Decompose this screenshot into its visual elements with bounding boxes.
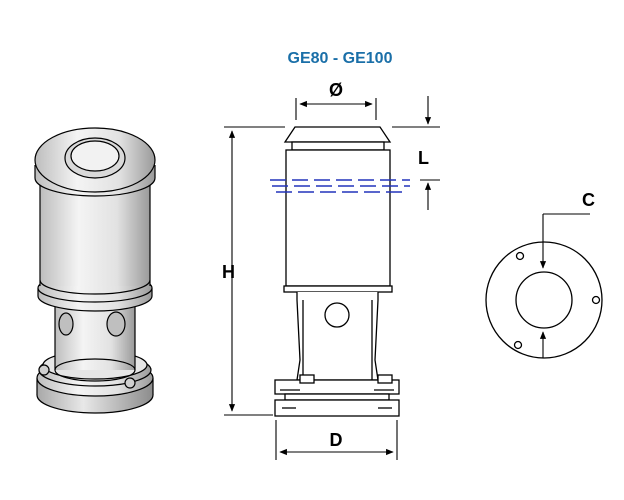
clearance-dimension (539, 213, 590, 358)
top-view (485, 241, 603, 359)
diagram-title: GE80 - GE100 (287, 50, 393, 67)
diameter-label: Ø (329, 80, 343, 100)
bolt-hole-icon (513, 340, 523, 350)
isometric-view (34, 127, 156, 414)
dimension-lines (224, 96, 440, 460)
water-level-line (270, 179, 410, 193)
bolt-hole-icon (515, 251, 525, 261)
bolt-icon (124, 377, 136, 389)
front-view (274, 126, 400, 417)
bolt-icon (38, 364, 50, 376)
bolt-hole-icon (591, 295, 601, 305)
length-label: L (418, 148, 429, 168)
clearance-label: C (582, 190, 595, 210)
depth-label: D (330, 430, 343, 450)
height-label: H (222, 262, 235, 282)
